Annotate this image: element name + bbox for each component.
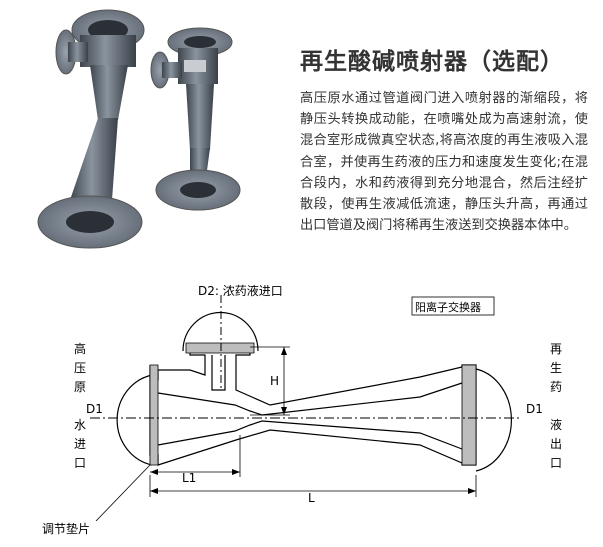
product-photo	[37, 9, 241, 249]
d1-left-label: D1	[86, 402, 103, 416]
left-inlet-dome	[116, 374, 153, 466]
svg-text:出: 出	[550, 437, 562, 451]
svg-text:原: 原	[74, 380, 86, 394]
injector-diagram: D2: 浓药液进口 阳离子交换器 D1 D1 H L1 L 调节垫片 高 压 原…	[42, 283, 562, 536]
injector-body-outline	[149, 344, 477, 466]
gasket-label: 调节垫片	[42, 521, 90, 536]
svg-text:水: 水	[74, 418, 86, 432]
h-dimension-label: H	[270, 374, 279, 388]
left-inlet-vertical-label: 高 压 原 水 进 口	[74, 341, 86, 470]
right-outlet-vertical-label: 再 生 药 液 出 口	[550, 342, 562, 470]
cation-exchanger-box	[411, 296, 495, 316]
small-injector	[150, 27, 241, 211]
svg-text:液: 液	[550, 417, 562, 432]
cation-exchanger-label: 阳离子交换器	[415, 300, 481, 314]
large-injector	[37, 9, 145, 249]
svg-text:生: 生	[550, 361, 562, 375]
product-description: 高压原水通过管道阀门进入喷射器的渐缩段，将静压头转换成动能，在喷嘴处成为高速射流…	[300, 91, 588, 234]
top-inlet-label: D2: 浓药液进口	[198, 283, 283, 298]
l-dimension-label: L	[308, 491, 315, 505]
right-outlet-dome	[475, 368, 513, 472]
l1-dimension-label: L1	[182, 471, 196, 485]
svg-text:口: 口	[550, 456, 562, 470]
d1-right-label: D1	[526, 402, 543, 416]
svg-text:进: 进	[74, 437, 86, 451]
product-title: 再生酸碱喷射器（选配）	[300, 49, 564, 75]
svg-text:药: 药	[550, 380, 562, 394]
svg-text:再: 再	[550, 342, 562, 356]
svg-text:压: 压	[74, 361, 86, 375]
svg-text:口: 口	[74, 456, 86, 470]
svg-text:高: 高	[74, 341, 86, 356]
